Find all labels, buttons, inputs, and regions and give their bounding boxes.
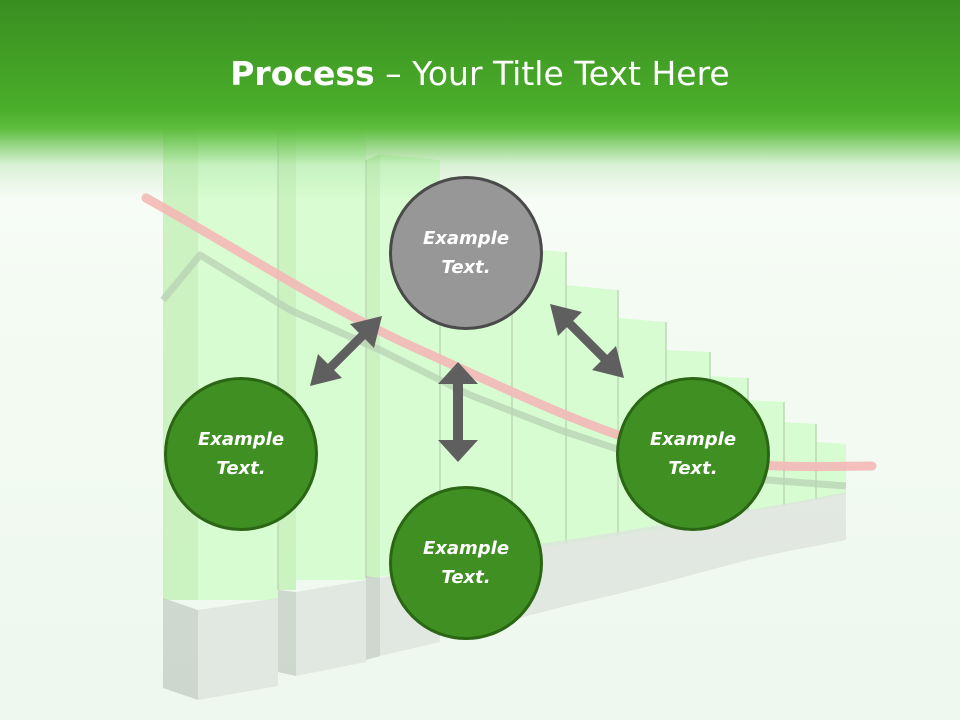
slide-title: Process – Your Title Text Here bbox=[0, 50, 960, 98]
circle-left-text: Example Text. bbox=[197, 429, 285, 479]
circle-right: Example Text. bbox=[616, 377, 770, 531]
arrow-vertical bbox=[438, 362, 478, 462]
circle-top-text: Example Text. bbox=[422, 228, 510, 278]
circle-top: Example Text. bbox=[389, 176, 543, 330]
trend-line bbox=[141, 193, 877, 472]
title-bar bbox=[0, 0, 960, 200]
circle-left: Example Text. bbox=[164, 377, 318, 531]
circle-right-text: Example Text. bbox=[649, 429, 737, 479]
title-bold: Process bbox=[230, 54, 375, 93]
arrow-top-left bbox=[310, 316, 382, 386]
circle-bottom: Example Text. bbox=[389, 486, 543, 640]
arrow-top-right bbox=[550, 304, 624, 378]
title-rest: – Your Title Text Here bbox=[374, 54, 730, 93]
circle-bottom-text: Example Text. bbox=[422, 538, 510, 588]
